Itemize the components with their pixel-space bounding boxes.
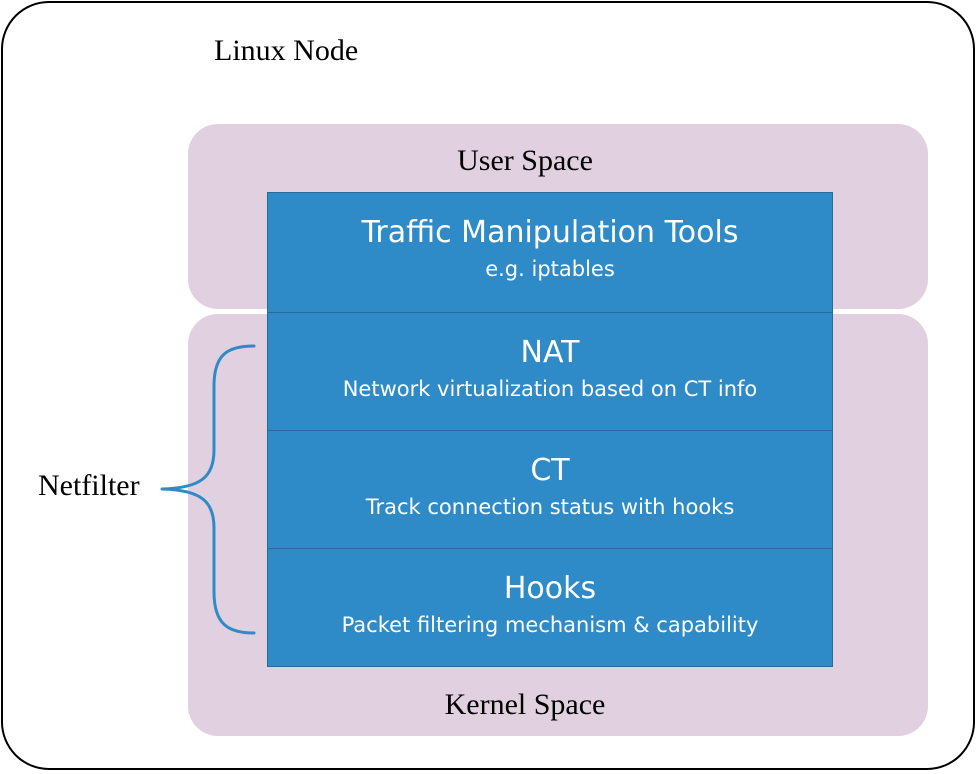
- layer-title: CT: [530, 453, 570, 488]
- layer-nat: NAT Network virtualization based on CT i…: [268, 312, 832, 430]
- layer-ct: CT Track connection status with hooks: [268, 430, 832, 548]
- user-space-label: User Space: [457, 144, 593, 177]
- kernel-space-label: Kernel Space: [444, 688, 606, 721]
- layer-traffic-manipulation-tools: Traffic Manipulation Tools e.g. iptables: [268, 193, 832, 312]
- netfilter-label: Netfilter: [38, 469, 140, 502]
- netfilter-brace: [160, 344, 256, 635]
- layer-description: Packet filtering mechanism & capability: [341, 613, 759, 637]
- curly-brace-shape: [160, 344, 256, 635]
- layer-description: e.g. iptables: [485, 257, 615, 281]
- layer-stack: Traffic Manipulation Tools e.g. iptables…: [267, 192, 833, 667]
- layer-title: Hooks: [503, 571, 597, 606]
- layer-title: Traffic Manipulation Tools: [361, 215, 739, 250]
- layer-description: Network virtualization based on CT info: [342, 377, 758, 401]
- layer-title: NAT: [520, 335, 580, 370]
- layer-hooks: Hooks Packet filtering mechanism & capab…: [268, 548, 832, 666]
- linux-node-title: Linux Node: [214, 34, 359, 67]
- layer-description: Track connection status with hooks: [365, 495, 735, 519]
